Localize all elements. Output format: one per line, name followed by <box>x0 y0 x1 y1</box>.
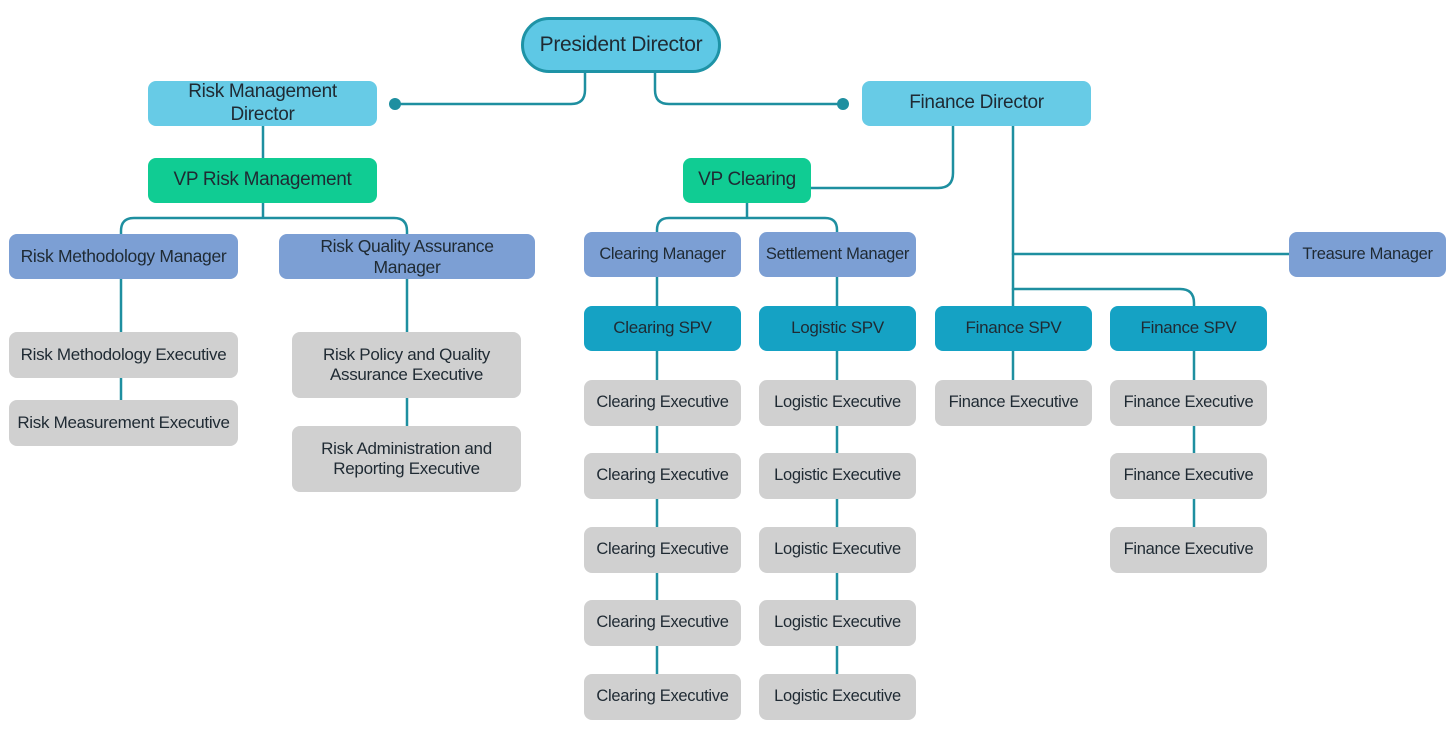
node-settlement-manager[interactable]: Settlement Manager <box>759 232 916 277</box>
node-risk-administration-reporting-executive[interactable]: Risk Administration and Reporting Execut… <box>292 426 521 492</box>
connector-vp-risk-split <box>119 201 409 236</box>
connector-dot-right <box>837 98 849 110</box>
node-finance-executive[interactable]: Finance Executive <box>1110 453 1267 499</box>
node-risk-methodology-executive[interactable]: Risk Methodology Executive <box>9 332 238 378</box>
node-finance-executive[interactable]: Finance Executive <box>935 380 1092 426</box>
node-logistic-executive[interactable]: Logistic Executive <box>759 600 916 646</box>
node-finance-spv-1[interactable]: Finance SPV <box>935 306 1092 351</box>
node-clearing-executive[interactable]: Clearing Executive <box>584 527 741 573</box>
connector-president-finance-director <box>653 68 845 106</box>
connector-finance-spv2 <box>1011 287 1196 562</box>
connector-president-risk-director <box>393 68 587 106</box>
node-vp-clearing[interactable]: VP Clearing <box>683 158 811 203</box>
node-finance-director[interactable]: Finance Director <box>862 81 1091 126</box>
node-clearing-spv[interactable]: Clearing SPV <box>584 306 741 351</box>
node-finance-spv-2[interactable]: Finance SPV <box>1110 306 1267 351</box>
node-logistic-executive[interactable]: Logistic Executive <box>759 380 916 426</box>
node-logistic-executive[interactable]: Logistic Executive <box>759 674 916 720</box>
node-clearing-manager[interactable]: Clearing Manager <box>584 232 741 277</box>
node-finance-executive[interactable]: Finance Executive <box>1110 380 1267 426</box>
node-president-director[interactable]: President Director <box>521 17 721 73</box>
node-finance-executive[interactable]: Finance Executive <box>1110 527 1267 573</box>
node-clearing-executive[interactable]: Clearing Executive <box>584 380 741 426</box>
node-risk-measurement-executive[interactable]: Risk Measurement Executive <box>9 400 238 446</box>
node-risk-quality-assurance-manager[interactable]: Risk Quality Assurance Manager <box>279 234 535 279</box>
node-vp-risk-management[interactable]: VP Risk Management <box>148 158 377 203</box>
connector-finance-vp-clearing <box>808 124 955 190</box>
node-risk-policy-quality-assurance-executive[interactable]: Risk Policy and Quality Assurance Execut… <box>292 332 521 398</box>
node-treasure-manager[interactable]: Treasure Manager <box>1289 232 1446 277</box>
node-clearing-executive[interactable]: Clearing Executive <box>584 453 741 499</box>
node-logistic-executive[interactable]: Logistic Executive <box>759 527 916 573</box>
node-clearing-executive[interactable]: Clearing Executive <box>584 600 741 646</box>
node-risk-management-director[interactable]: Risk Management Director <box>148 81 377 126</box>
node-risk-methodology-manager[interactable]: Risk Methodology Manager <box>9 234 238 279</box>
node-clearing-executive[interactable]: Clearing Executive <box>584 674 741 720</box>
connector-vp-clearing-split <box>655 201 839 234</box>
node-logistic-executive[interactable]: Logistic Executive <box>759 453 916 499</box>
connector-dot-left <box>389 98 401 110</box>
node-logistic-spv[interactable]: Logistic SPV <box>759 306 916 351</box>
